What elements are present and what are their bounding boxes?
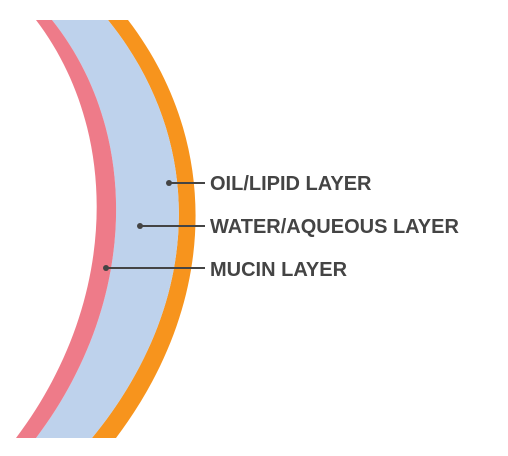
mucin-layer-label: MUCIN LAYER [210, 259, 348, 281]
oil-layer-band [92, 20, 196, 438]
oil-layer-label: OIL/LIPID LAYER [210, 173, 372, 195]
water-layer-label: WATER/AQUEOUS LAYER [210, 216, 459, 238]
mucin-layer-pointer [103, 265, 205, 271]
mucin-layer-band [16, 20, 117, 438]
oil-layer-pointer [166, 180, 205, 186]
water-layer-band [36, 20, 179, 438]
water-layer-pointer [137, 223, 205, 229]
